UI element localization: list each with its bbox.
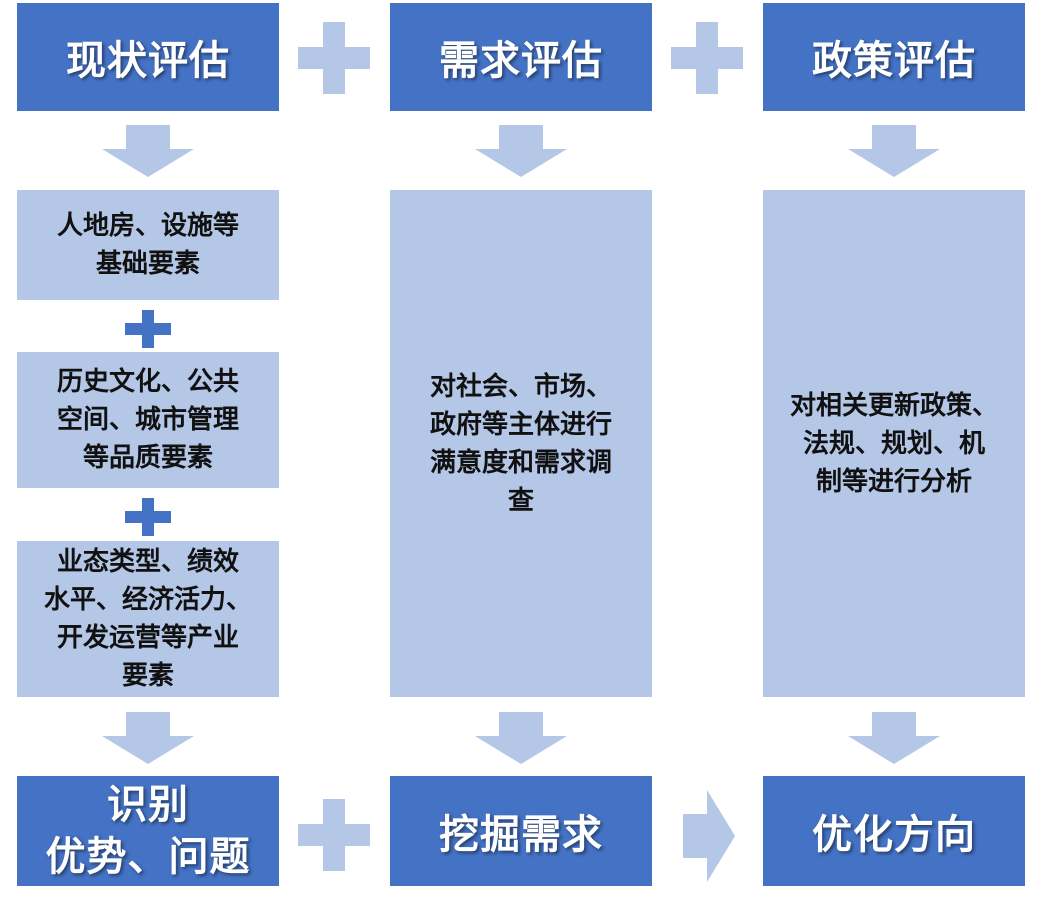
plus-icon (671, 22, 743, 94)
arrow-down-icon (848, 125, 940, 177)
industry-elements-line-3: 开发运营等产业 (56, 623, 239, 653)
demand-survey-line-2: 政府等主体进行 (429, 409, 612, 440)
industry-elements-box: 业态类型、绩效 水平、经济活力、 开发运营等产业 要素 (17, 541, 279, 697)
header-policy-assessment-label: 政策评估 (812, 38, 976, 84)
plus-icon (125, 310, 171, 348)
quality-elements-line-2: 空间、城市管理 (56, 405, 239, 435)
footer-optimization-direction: 优化方向 (763, 776, 1025, 886)
industry-elements-line-1: 业态类型、绩效 (56, 547, 239, 577)
arrow-down-icon (848, 712, 940, 764)
policy-analysis-line-3: 制等进行分析 (815, 466, 972, 497)
quality-elements-line-3: 等品质要素 (82, 443, 213, 473)
footer-identify-strengths-problems: 识别 优势、问题 (17, 776, 279, 886)
footer-dig-demand: 挖掘需求 (390, 776, 652, 886)
footer-identify-line-1: 识别 (107, 782, 189, 828)
arrow-down-icon (475, 712, 567, 764)
header-current-assessment: 现状评估 (17, 3, 279, 111)
plus-icon (125, 498, 171, 536)
footer-optimization-direction-label: 优化方向 (812, 812, 976, 858)
quality-elements-box: 历史文化、公共 空间、城市管理 等品质要素 (17, 352, 279, 488)
header-policy-assessment: 政策评估 (763, 3, 1025, 111)
basic-elements-box: 人地房、设施等 基础要素 (17, 190, 279, 300)
footer-dig-demand-label: 挖掘需求 (439, 812, 603, 858)
demand-survey-line-1: 对社会、市场、 (429, 371, 612, 402)
policy-analysis-line-1: 对相关更新政策、 (789, 390, 998, 421)
policy-analysis-line-2: 法规、规划、机 (802, 428, 985, 459)
plus-icon (298, 799, 370, 871)
arrow-down-icon (475, 125, 567, 177)
header-current-assessment-label: 现状评估 (66, 38, 230, 84)
arrow-down-icon (102, 125, 194, 177)
arrow-down-icon (102, 712, 194, 764)
plus-icon (298, 22, 370, 94)
basic-elements-line-1: 人地房、设施等 (56, 211, 239, 241)
industry-elements-line-4: 要素 (121, 661, 174, 691)
basic-elements-line-2: 基础要素 (95, 249, 200, 279)
header-demand-assessment-label: 需求评估 (439, 38, 603, 84)
demand-survey-box: 对社会、市场、 政府等主体进行 满意度和需求调 查 (390, 190, 652, 697)
header-demand-assessment: 需求评估 (390, 3, 652, 111)
demand-survey-line-3: 满意度和需求调 (429, 447, 612, 478)
quality-elements-line-1: 历史文化、公共 (56, 367, 239, 397)
industry-elements-line-2: 水平、经济活力、 (43, 585, 252, 615)
demand-survey-line-4: 查 (507, 485, 534, 516)
policy-analysis-box: 对相关更新政策、 法规、规划、机 制等进行分析 (763, 190, 1025, 697)
arrow-right-icon (683, 790, 735, 882)
footer-identify-line-2: 优势、问题 (45, 834, 251, 880)
